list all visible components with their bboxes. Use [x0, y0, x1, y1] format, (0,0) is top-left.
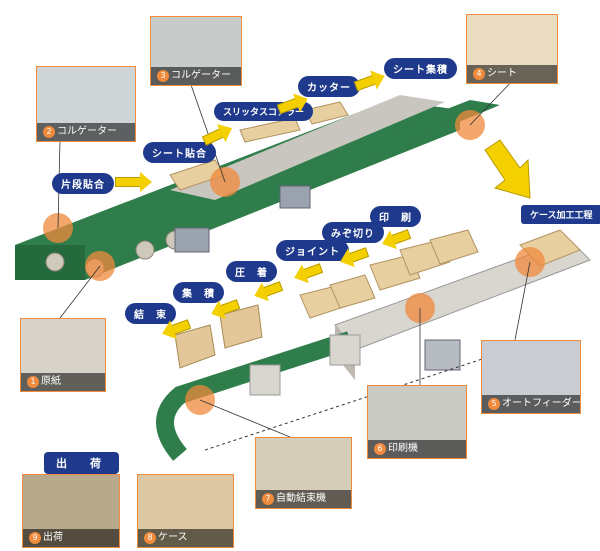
- control-panel: [279, 185, 311, 209]
- label-grooving: みぞ切り: [322, 222, 384, 243]
- label-shipping: 出 荷: [44, 452, 119, 474]
- control-panel: [174, 227, 210, 253]
- sheet-belt: [170, 95, 445, 200]
- printer-panel: [424, 339, 461, 371]
- label-bind: 結 束: [125, 303, 176, 324]
- label-joint: ジョイント: [276, 240, 349, 261]
- box: [174, 324, 216, 369]
- flow-arrow-large: [484, 139, 531, 199]
- label-sheet-stack: シート集積: [384, 58, 457, 79]
- label-stack: 集 積: [173, 282, 224, 303]
- label-print: 印 刷: [370, 206, 421, 227]
- paper-roll: [45, 252, 65, 272]
- label-compress: 圧 着: [226, 261, 277, 282]
- label-cutter: カッター: [298, 76, 360, 97]
- paper-roll: [135, 240, 155, 260]
- box: [219, 304, 263, 349]
- label-sheet-laminate: シート貼合: [143, 142, 216, 163]
- flow-arrow: [115, 172, 152, 192]
- conveyor: [156, 331, 353, 461]
- label-case-process: ケース加工工程: [521, 205, 600, 224]
- label-single-face: 片段貼合: [52, 173, 114, 194]
